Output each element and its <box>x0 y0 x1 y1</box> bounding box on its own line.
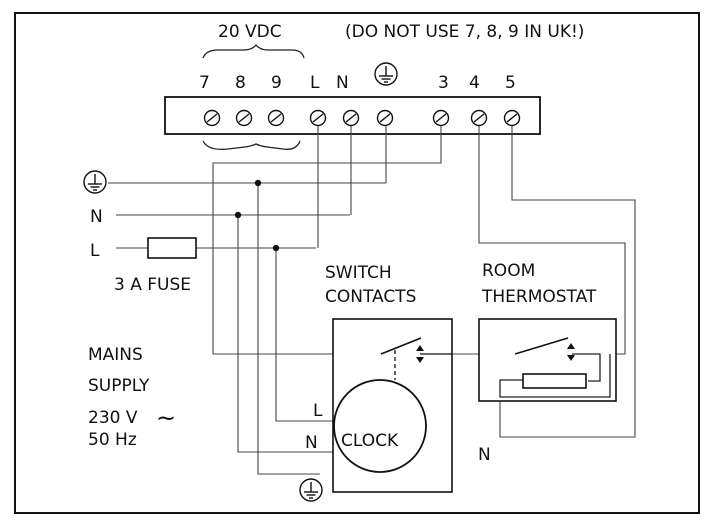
switch-contact-lever <box>380 337 422 355</box>
switch-title-line1: SWITCH <box>325 263 392 283</box>
thermostat-internal-wire-right <box>499 354 611 398</box>
earth-ground-icon <box>374 62 398 86</box>
mains-n-label: N <box>90 207 103 227</box>
diagram-frame <box>14 12 700 514</box>
switch-contact-arrow-up <box>416 345 424 351</box>
thermostat-arrow-up <box>567 343 575 349</box>
screw-terminal-l-icon <box>309 109 327 127</box>
uk-warning-note: (DO NOT USE 7, 8, 9 IN UK!) <box>345 22 584 42</box>
ac-tilde-icon: ~ <box>156 404 176 432</box>
switch-title-line2: CONTACTS <box>325 287 416 307</box>
terminal-label-4: 4 <box>469 73 480 93</box>
clock-label: CLOCK <box>341 431 399 451</box>
screw-terminal-4-icon <box>470 109 488 127</box>
vdc-brace-bottom <box>202 140 301 150</box>
terminal-label-8: 8 <box>235 73 246 93</box>
junction-earth <box>254 179 262 187</box>
clock-earth-icon <box>299 478 323 502</box>
wires <box>108 126 636 475</box>
terminal-label-l: L <box>310 73 320 93</box>
vdc-label: 20 VDC <box>218 22 282 42</box>
junction-l <box>272 244 280 252</box>
mains-frequency: 50 Hz <box>88 430 137 450</box>
thermostat-n-label: N <box>478 445 491 465</box>
clock-icon <box>333 379 427 473</box>
screw-terminal-8-icon <box>235 109 253 127</box>
vdc-brace-top <box>202 43 305 59</box>
terminal-label-n: N <box>336 73 349 93</box>
mains-supply-line2: SUPPLY <box>88 376 150 396</box>
thermostat-internal-wire <box>572 353 601 382</box>
screw-terminal-5-icon <box>503 109 521 127</box>
mains-earth-icon <box>83 170 107 194</box>
terminal-label-5: 5 <box>505 73 516 93</box>
screw-terminal-earth-icon <box>376 109 394 127</box>
mains-supply-line1: MAINS <box>88 345 143 365</box>
mains-voltage: 230 V <box>88 408 138 428</box>
thermostat-contact-lever <box>514 337 569 355</box>
fuse-label: 3 A FUSE <box>114 275 191 295</box>
thermostat-title-line1: ROOM <box>482 261 535 281</box>
screw-terminal-7-icon <box>203 109 221 127</box>
clock-n-label: N <box>305 433 318 453</box>
thermostat-title-line2: THERMOSTAT <box>481 287 597 307</box>
switch-contact-arrow-down <box>416 357 424 363</box>
terminal-label-9: 9 <box>271 73 282 93</box>
terminal-label-7: 7 <box>199 73 210 93</box>
screw-terminal-n-icon <box>342 109 360 127</box>
thermostat-arrow-down <box>567 355 575 361</box>
clock-l-label: L <box>313 401 323 421</box>
screw-terminal-3-icon <box>432 109 450 127</box>
mains-l-label: L <box>90 241 100 261</box>
heater-resistor-icon <box>522 373 587 389</box>
screw-terminal-9-icon <box>267 109 285 127</box>
junction-n <box>234 211 242 219</box>
terminal-label-3: 3 <box>438 73 449 93</box>
fuse-icon <box>147 237 197 259</box>
